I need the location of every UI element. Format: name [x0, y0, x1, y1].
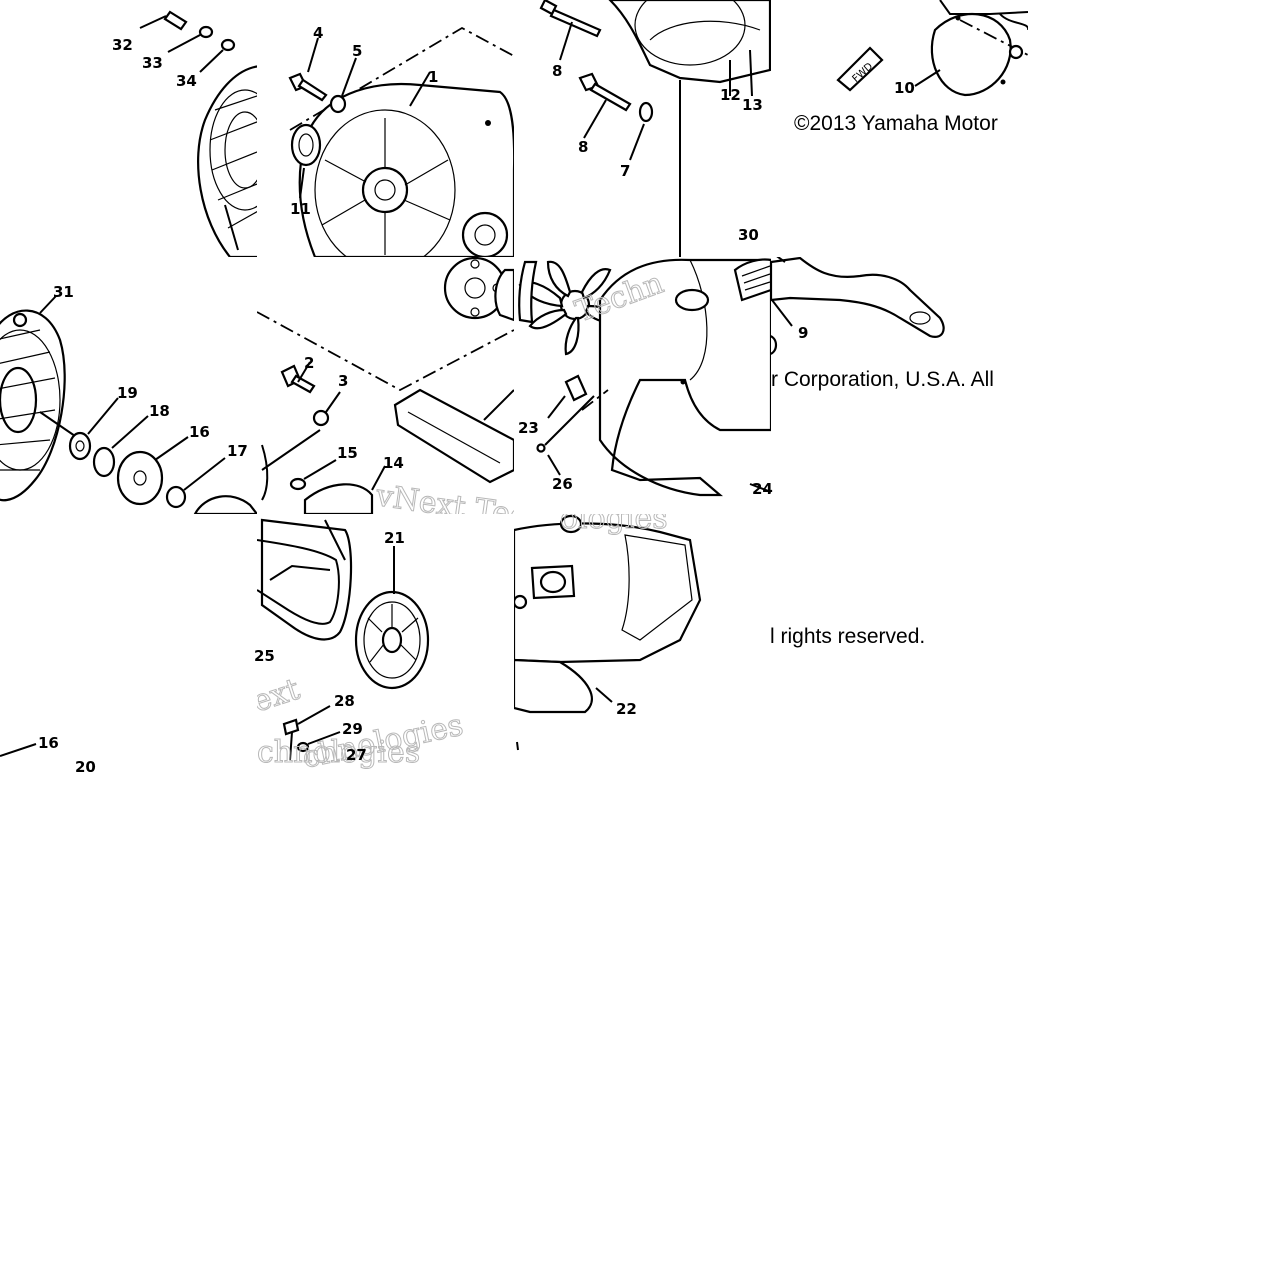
tile-mid-right: r Corporation, U.S.A. All	[771, 257, 994, 391]
v-belt-25	[257, 518, 353, 641]
fan-shroud-24	[598, 258, 771, 497]
copyright-line-2: r Corporation, U.S.A. All	[771, 368, 994, 391]
washer-5	[329, 57, 357, 114]
cover-plate-10	[914, 0, 1028, 97]
callout-28: 28	[334, 692, 355, 710]
tile-mid-second: vNext Tec	[257, 257, 529, 534]
screw-26	[536, 395, 595, 476]
callout-27: 27	[346, 746, 367, 764]
callout-32: 32	[112, 36, 133, 54]
callout-14: 14	[383, 454, 404, 472]
callout-9: 9	[798, 324, 808, 342]
clip-23	[547, 374, 588, 419]
callout-1: 1	[428, 68, 438, 86]
callout-12: 12	[720, 86, 741, 104]
callout-31: 31	[53, 283, 74, 301]
watermark-fragment-c: ologies	[560, 501, 668, 536]
tile-top-left	[139, 10, 257, 257]
fan-housing-cover	[298, 83, 514, 257]
callout-16-lower: 16	[38, 734, 59, 752]
callout-numbers: 32 33 34 4 5 1 11 8 8 7 12 13 10 30 9 31…	[38, 24, 915, 776]
callout-34: 34	[176, 72, 197, 90]
air-duct-piece	[393, 388, 514, 484]
callout-33: 33	[142, 54, 163, 72]
callout-20: 20	[75, 758, 96, 776]
pulley-16	[116, 436, 189, 506]
callout-22: 22	[616, 700, 637, 718]
callout-16-upper: 16	[189, 423, 210, 441]
recoil-housing	[197, 65, 257, 257]
washer-3	[312, 391, 341, 427]
washer-33	[167, 25, 214, 53]
callout-17: 17	[227, 442, 248, 460]
callout-21: 21	[384, 529, 405, 547]
screw-28	[282, 705, 331, 761]
washer-29	[296, 731, 341, 753]
bearing-11	[290, 123, 322, 199]
spring-18	[92, 415, 149, 478]
tile-top-third	[539, 0, 771, 257]
washer-34	[199, 38, 236, 73]
pulley-21	[354, 546, 430, 690]
callout-19: 19	[117, 384, 138, 402]
callout-7: 7	[620, 162, 630, 180]
copyright-line-3: l rights reserved.	[770, 625, 925, 648]
tile-top-second	[288, 26, 514, 257]
tile-bottom-second: ext chnologies chnologies	[249, 518, 467, 771]
callout-18: 18	[149, 402, 170, 420]
tile-top-right: FWD ©2013 Yamaha Motor	[794, 0, 1028, 135]
recoil-starter-31	[0, 295, 76, 502]
tile-bottom-left	[0, 743, 37, 757]
callout-10: 10	[894, 79, 915, 97]
air-shroud-22	[514, 514, 702, 751]
tile-mid-left	[0, 295, 257, 514]
bracket-9	[771, 257, 945, 355]
watermark-fragment-b: vNext Tec	[373, 478, 529, 534]
callout-11: 11	[290, 200, 311, 218]
callout-26: 26	[552, 475, 573, 493]
callout-3: 3	[338, 372, 348, 390]
bolt-8-lower	[578, 72, 632, 139]
callout-15: 15	[337, 444, 358, 462]
callout-29: 29	[342, 720, 363, 738]
callout-23: 23	[518, 419, 539, 437]
belt-guard-14	[303, 465, 386, 514]
watermark-fragment-f: chnologies	[257, 735, 420, 770]
bolt-32	[139, 10, 188, 31]
watermark-fragment-d: ext	[249, 672, 304, 720]
seal-15	[289, 459, 337, 491]
pulley-edge	[193, 495, 257, 514]
callout-8-lower: 8	[578, 138, 588, 156]
fwd-arrow-label: FWD	[836, 46, 884, 92]
crankcase-upper	[608, 0, 771, 257]
copyright-line-1: ©2013 Yamaha Motor	[794, 112, 998, 135]
callout-24: 24	[752, 480, 773, 498]
washer-19	[68, 397, 119, 461]
callout-5: 5	[352, 42, 362, 60]
callout-13: 13	[742, 96, 763, 114]
bolt-4	[288, 37, 328, 102]
bolt-8-upper	[539, 0, 602, 61]
washer-7	[629, 101, 654, 161]
callout-25: 25	[254, 647, 275, 665]
tile-bottom-third: ologies	[514, 501, 702, 751]
bolt-2	[280, 361, 316, 394]
grille-30	[733, 258, 771, 302]
callout-2: 2	[304, 354, 314, 372]
washer-17	[165, 457, 226, 509]
tile-mid-third: Techn	[518, 258, 771, 497]
callout-8-upper: 8	[552, 62, 562, 80]
callout-30: 30	[738, 226, 759, 244]
callout-4: 4	[313, 24, 323, 42]
